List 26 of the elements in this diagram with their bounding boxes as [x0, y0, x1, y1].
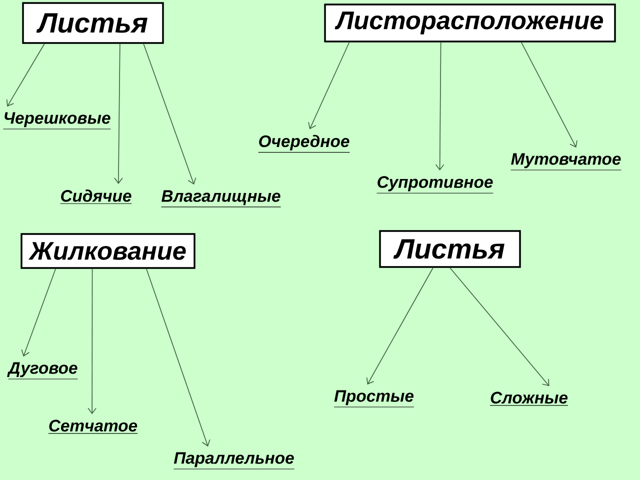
category-label: Параллельное	[173, 452, 295, 470]
arrow	[6, 43, 45, 107]
arrow	[146, 268, 210, 447]
category-label: Простые	[334, 390, 414, 408]
arrow	[143, 43, 196, 185]
arrow	[366, 267, 434, 385]
category-label: Черешковые	[2, 112, 112, 130]
category-label: Дуговое	[7, 362, 78, 380]
category-label: Сетчатое	[48, 420, 138, 434]
category-label: Сложные	[490, 392, 568, 406]
arrow	[21, 268, 56, 357]
heading-box: Листья	[379, 230, 521, 268]
category-label: Мутовчатое	[510, 153, 622, 170]
arrow	[114, 43, 123, 184]
category-label: Влагалищные	[160, 190, 282, 208]
category-label: Очередное	[258, 134, 350, 153]
arrow	[435, 42, 444, 171]
heading-box: Листья	[22, 2, 164, 44]
arrow	[308, 42, 350, 130]
category-label: Супротивное	[376, 176, 494, 194]
arrow	[88, 268, 96, 414]
heading-box: Жилкование	[20, 233, 196, 269]
arrow	[520, 42, 578, 148]
category-label: Сидячие	[60, 190, 132, 204]
arrow	[450, 267, 550, 386]
heading-box: Листорасположение	[324, 4, 616, 42]
